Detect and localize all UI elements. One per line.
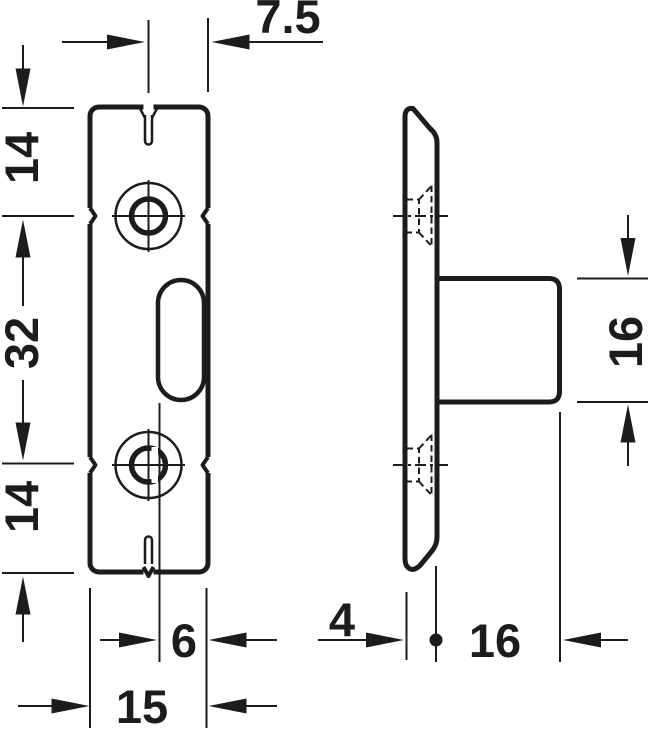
hidden-countersink-top: [393, 185, 449, 247]
side-view-profile: [393, 105, 562, 572]
dim-label-14-top: 14: [0, 132, 48, 184]
edge-notch-top-left: [86, 206, 98, 226]
hidden-countersink-bottom: [393, 434, 449, 496]
front-plate-outline: [87, 104, 211, 575]
dim-label-6: 6: [171, 614, 197, 667]
dim-label-4: 4: [329, 593, 355, 646]
dim-dot-terminator: [429, 633, 443, 647]
dim-label-15: 15: [116, 680, 168, 730]
edge-notch-top-right: [200, 206, 212, 226]
screw-hole-bottom: [112, 429, 185, 501]
dim-boss-diameter: 16: [577, 215, 650, 466]
edge-notch-bottom-left: [86, 455, 98, 475]
bottom-edge-slot: [141, 535, 156, 578]
edge-notch-bottom-right: [200, 455, 212, 475]
front-view-plate: [86, 103, 212, 578]
dim-plate-width: 15: [18, 680, 277, 730]
oblong-slot: [155, 277, 207, 403]
dim-left-column: 14 32 14: [0, 45, 74, 642]
side-view-boss: [437, 276, 562, 405]
dim-label-32: 32: [0, 317, 48, 369]
dim-boss-length: 16: [469, 412, 628, 667]
dim-label-7-5: 7.5: [255, 0, 320, 43]
side-view-plate: [402, 105, 440, 572]
dim-slot-width: 6: [89, 403, 277, 728]
dim-plate-thickness: 4: [318, 566, 443, 662]
top-edge-slot: [138, 103, 159, 146]
dim-label-16-diameter: 16: [599, 316, 650, 368]
dim-center-to-edge: 7.5: [62, 0, 323, 93]
dim-label-16-length: 16: [469, 614, 521, 667]
screw-hole-top: [112, 180, 185, 252]
dim-label-14-bottom: 14: [0, 481, 48, 533]
